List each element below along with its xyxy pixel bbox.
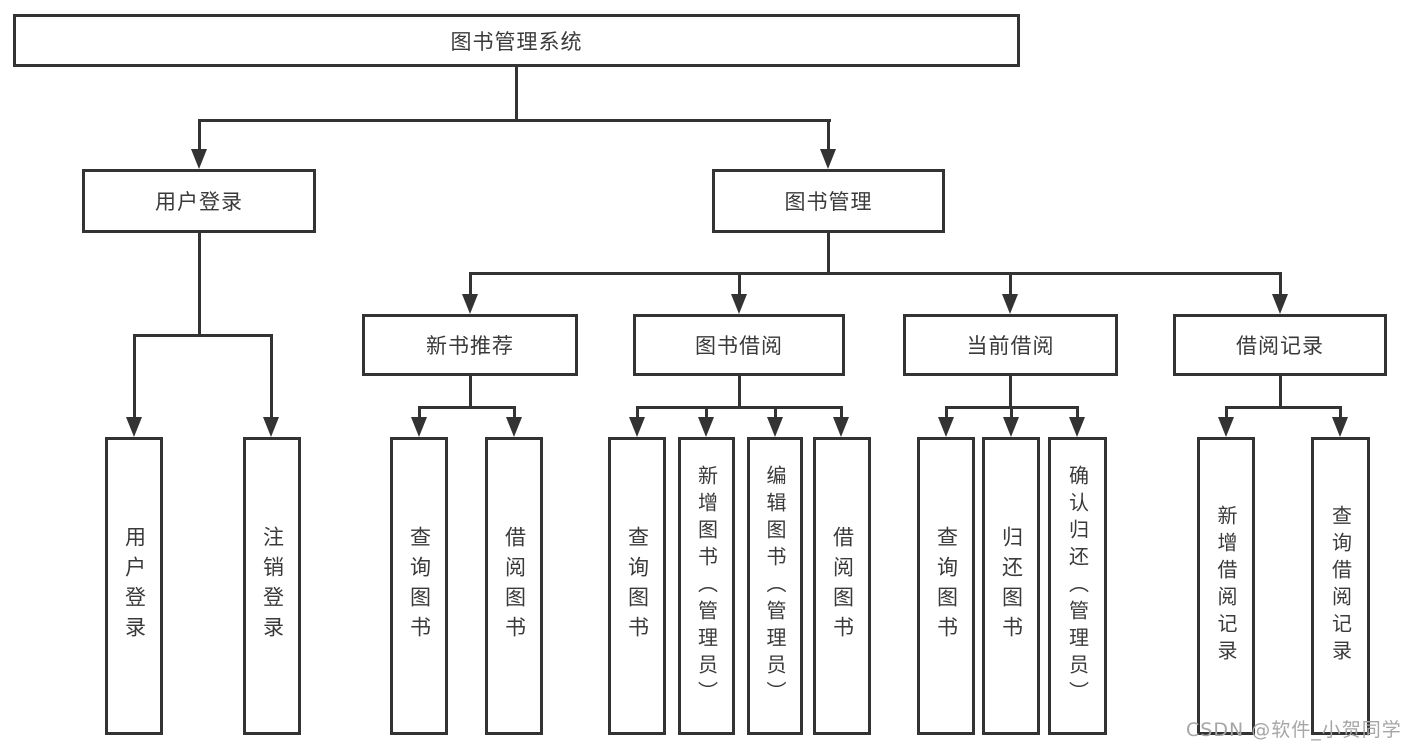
arrow-down-icon xyxy=(191,149,207,169)
leaf-edit-books-admin: 编辑图书（管理员） xyxy=(747,437,803,735)
connector-current-borrowing-stub xyxy=(1009,374,1012,409)
leaf-query-books-2-label: 查询图书 xyxy=(625,526,650,646)
arrow-down-icon xyxy=(462,294,478,314)
csdn-watermark: CSDN @软件_小贺同学 xyxy=(1186,719,1402,741)
leaf-query-books-3: 查询图书 xyxy=(917,437,975,735)
leaf-confirm-return-admin-label: 确认归还（管理员） xyxy=(1065,464,1090,708)
node-current-borrowing-label: 当前借阅 xyxy=(966,334,1055,358)
connector-book-borrowing-stub xyxy=(738,374,741,409)
connector-level3-rail xyxy=(469,272,1281,275)
arrow-down-icon xyxy=(126,417,142,437)
leaf-user-login: 用户登录 xyxy=(105,437,163,735)
leaf-query-borrow-record: 查询借阅记录 xyxy=(1311,437,1370,735)
node-root-label: 图书管理系统 xyxy=(450,29,583,54)
connector-drop-query-books-3 xyxy=(945,406,948,420)
connector-drop-add-books xyxy=(705,406,708,420)
arrow-down-icon xyxy=(263,417,279,437)
leaf-user-login-label: 用户登录 xyxy=(122,526,147,646)
connector-book-borrowing-rail xyxy=(636,406,843,409)
arrow-down-icon xyxy=(698,417,714,437)
connector-drop-user-login xyxy=(198,119,201,152)
connector-drop-borrow-books-2 xyxy=(840,406,843,420)
arrow-down-icon xyxy=(833,417,849,437)
leaf-confirm-return-admin: 确认归还（管理员） xyxy=(1048,437,1107,735)
connector-drop-query-borrow-record xyxy=(1339,406,1342,420)
connector-drop-book-management xyxy=(827,119,830,152)
arrow-down-icon xyxy=(820,149,836,169)
arrow-down-icon xyxy=(1069,417,1085,437)
node-new-book-recommend-label: 新书推荐 xyxy=(426,334,514,358)
arrow-down-icon xyxy=(731,294,747,314)
leaf-query-books-1-label: 查询图书 xyxy=(407,526,432,646)
leaf-add-books-admin: 新增图书（管理员） xyxy=(678,437,735,735)
node-book-borrowing-label: 图书借阅 xyxy=(695,334,783,358)
node-book-management-label: 图书管理 xyxy=(784,190,873,214)
connector-new-book-recommend-stub xyxy=(469,374,472,409)
connector-drop-book-borrowing xyxy=(738,272,741,296)
leaf-logout: 注销登录 xyxy=(243,437,301,735)
connector-drop-return-books xyxy=(1010,406,1013,420)
connector-drop-add-borrow-record xyxy=(1225,406,1228,420)
leaf-query-books-1: 查询图书 xyxy=(390,437,448,735)
connector-drop-leaf-logout xyxy=(270,334,273,419)
leaf-add-books-admin-label: 新增图书（管理员） xyxy=(694,464,719,708)
leaf-add-borrow-record-label: 新增借阅记录 xyxy=(1214,505,1238,667)
connector-drop-query-books-1 xyxy=(418,406,421,420)
leaf-borrow-books-2-label: 借阅图书 xyxy=(830,526,855,646)
connector-drop-confirm-return xyxy=(1076,406,1079,420)
arrow-down-icon xyxy=(1002,294,1018,314)
arrow-down-icon xyxy=(1272,294,1288,314)
connector-drop-current-borrowing xyxy=(1009,272,1012,296)
node-book-borrowing: 图书借阅 xyxy=(633,314,845,376)
leaf-query-borrow-record-label: 查询借阅记录 xyxy=(1328,505,1353,667)
leaf-return-books-label: 归还图书 xyxy=(999,526,1024,646)
node-root: 图书管理系统 xyxy=(13,14,1020,67)
connector-user-login-rail xyxy=(133,334,273,337)
arrow-down-icon xyxy=(629,417,645,437)
connector-borrow-records-rail xyxy=(1225,406,1342,409)
leaf-add-borrow-record: 新增借阅记录 xyxy=(1197,437,1255,735)
leaf-borrow-books-2: 借阅图书 xyxy=(813,437,871,735)
arrow-down-icon xyxy=(1218,417,1234,437)
node-user-login-label: 用户登录 xyxy=(155,190,243,214)
leaf-query-books-2: 查询图书 xyxy=(608,437,666,735)
arrow-down-icon xyxy=(1332,417,1348,437)
node-current-borrowing: 当前借阅 xyxy=(903,314,1118,376)
connector-drop-borrow-records xyxy=(1279,272,1282,296)
arrow-down-icon xyxy=(938,417,954,437)
connector-level2-rail xyxy=(198,119,831,122)
arrow-down-icon xyxy=(411,417,427,437)
connector-drop-borrow-books-1 xyxy=(513,406,516,420)
connector-root-stub xyxy=(515,64,518,122)
leaf-return-books: 归还图书 xyxy=(982,437,1040,735)
connector-borrow-records-stub xyxy=(1279,374,1282,409)
connector-drop-edit-books xyxy=(774,406,777,420)
leaf-logout-label: 注销登录 xyxy=(260,526,285,646)
leaf-borrow-books-1-label: 借阅图书 xyxy=(502,526,527,646)
node-book-management: 图书管理 xyxy=(712,169,945,233)
arrow-down-icon xyxy=(1003,417,1019,437)
leaf-borrow-books-1: 借阅图书 xyxy=(485,437,543,735)
connector-book-management-stub xyxy=(827,231,830,275)
connector-new-book-recommend-rail xyxy=(418,406,516,409)
connector-drop-leaf-user-login xyxy=(133,334,136,419)
node-borrow-records: 借阅记录 xyxy=(1173,314,1387,376)
leaf-edit-books-admin-label: 编辑图书（管理员） xyxy=(763,464,787,708)
node-user-login: 用户登录 xyxy=(82,169,316,233)
arrow-down-icon xyxy=(767,417,783,437)
arrow-down-icon xyxy=(506,417,522,437)
node-new-book-recommend: 新书推荐 xyxy=(362,314,578,376)
connector-user-login-stub xyxy=(198,231,201,337)
connector-drop-new-book-recommend xyxy=(469,272,472,296)
node-borrow-records-label: 借阅记录 xyxy=(1236,334,1324,358)
leaf-query-books-3-label: 查询图书 xyxy=(934,526,959,646)
connector-drop-query-books-2 xyxy=(636,406,639,420)
